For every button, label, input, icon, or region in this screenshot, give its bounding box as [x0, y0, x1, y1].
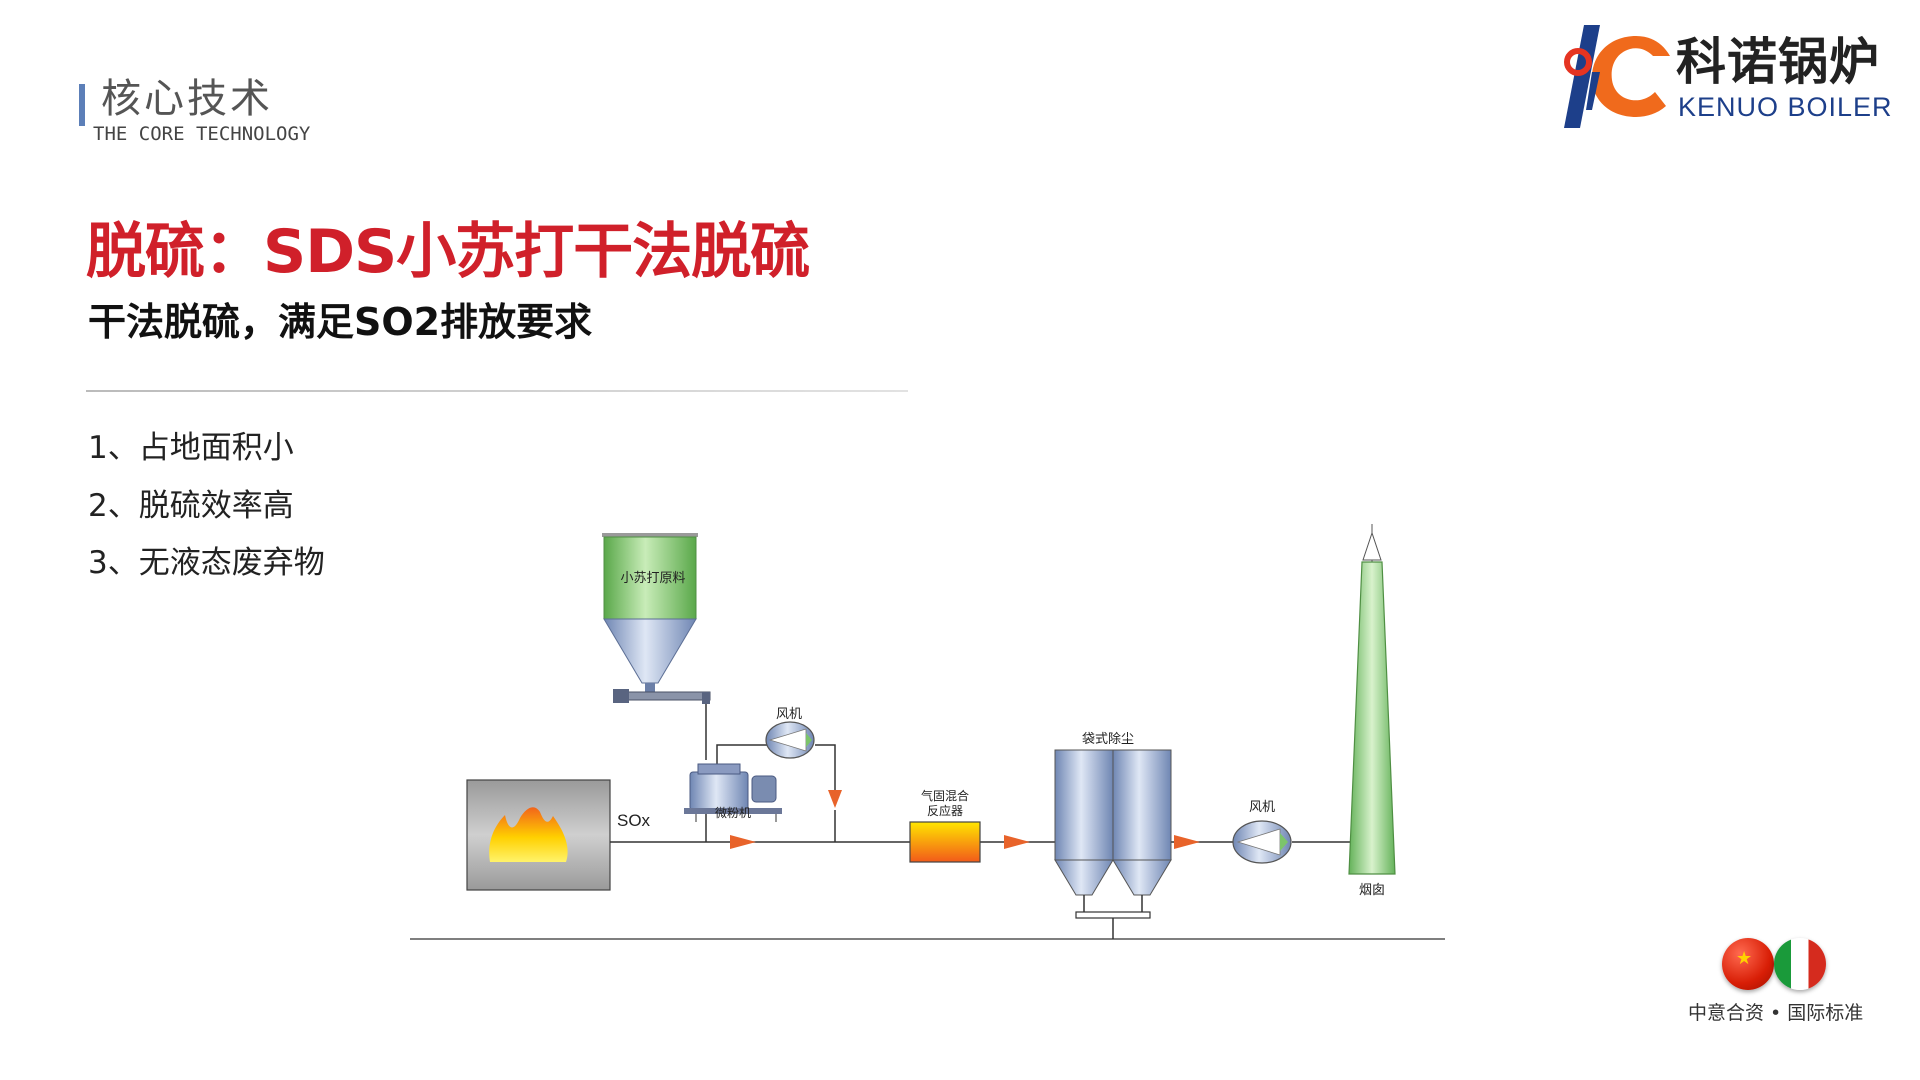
feature-item: 3、无液态废弃物	[88, 545, 325, 581]
reactor-label-line1: 气固混合	[921, 788, 969, 803]
soda-silo	[602, 533, 698, 693]
flow-arrow-icon	[730, 835, 756, 849]
flame-icon	[489, 807, 568, 862]
fan-top-label: 风机	[776, 707, 802, 722]
chimney-label: 烟囱	[1359, 883, 1385, 898]
company-logo: 科诺锅炉 KENUO BOILER	[1548, 20, 1908, 132]
logo-name-cn: 科诺锅炉	[1676, 33, 1880, 91]
china-flag-icon: ★	[1722, 938, 1774, 990]
fan-loop-pipe	[716, 744, 836, 842]
fan-right-label: 风机	[1249, 800, 1275, 815]
mill-machine	[684, 763, 782, 842]
furnace	[466, 779, 611, 891]
bag-filter	[1054, 749, 1172, 939]
section-subtitle: THE CORE TECHNOLOGY	[93, 123, 311, 145]
silo-label: 小苏打原料	[620, 570, 685, 586]
gas-solid-reactor	[909, 821, 981, 863]
flow-arrow-icon	[1004, 835, 1030, 849]
screw-conveyor	[613, 689, 711, 760]
divider	[86, 390, 908, 392]
fan-top	[765, 721, 815, 759]
chimney	[1348, 524, 1396, 875]
reactor-label-line2: 反应器	[927, 803, 963, 818]
feature-item: 2、脱硫效率高	[88, 488, 294, 524]
italy-flag-icon	[1774, 938, 1826, 990]
section-title: 核心技术	[101, 76, 273, 122]
fan-right	[1232, 820, 1292, 864]
logo-name-en: KENUO BOILER	[1678, 92, 1893, 122]
jv-badge-text: 中意合资 • 国际标准	[1688, 1002, 1864, 1024]
mill-label: 微粉机	[715, 806, 751, 820]
sox-label: SOx	[617, 811, 651, 830]
flow-arrow-icon	[1174, 835, 1200, 849]
flow-arrow-icon	[828, 790, 842, 808]
feature-item: 1、占地面积小	[88, 430, 294, 466]
section-accent-bar	[79, 84, 85, 126]
kenuo-logo-icon	[1564, 25, 1670, 128]
slide-subtitle: 干法脱硫，满足SO2排放要求	[88, 300, 593, 344]
baghouse-label: 袋式除尘	[1082, 732, 1134, 747]
process-diagram: 小苏打原料 微粉机 风机 SOx	[410, 524, 1445, 940]
slide-title: 脱硫：SDS小苏打干法脱硫	[86, 217, 810, 287]
